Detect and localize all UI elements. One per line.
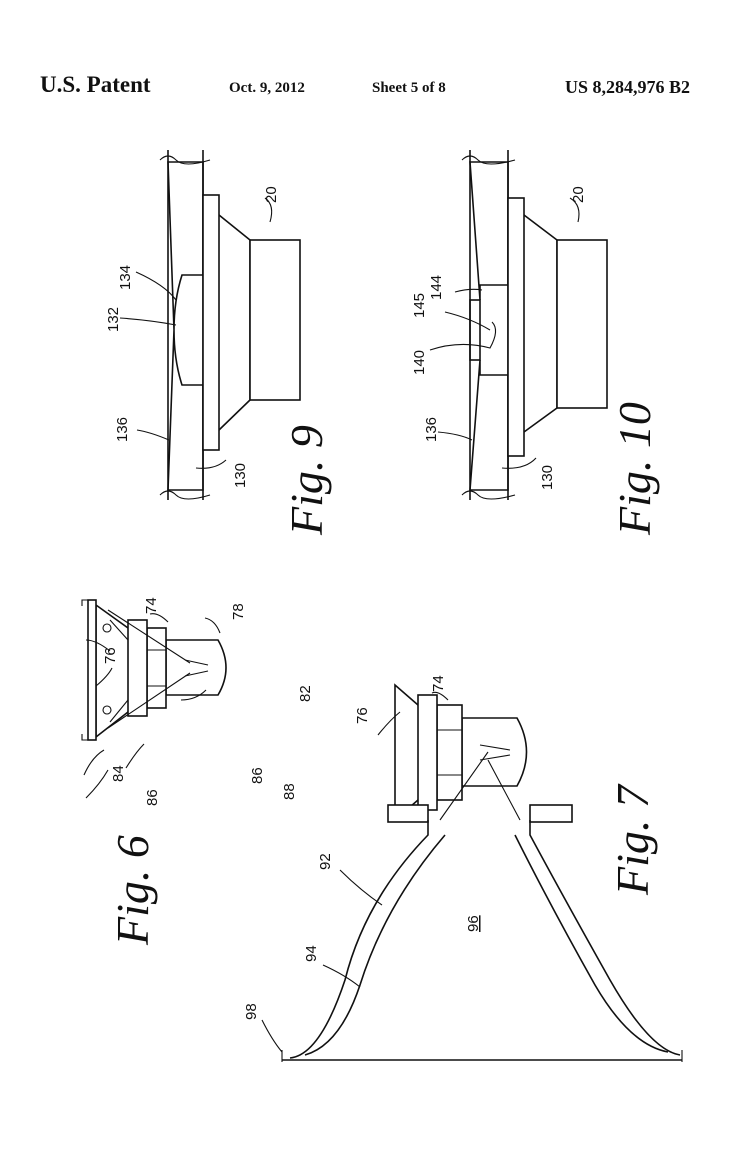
fig9-speaker-magnet	[249, 239, 301, 401]
fig10-speaker-basket	[523, 214, 558, 433]
fig7-dome	[461, 717, 528, 787]
fig7-magnet-stack	[436, 704, 463, 801]
fig6-frame	[127, 619, 148, 717]
fig6-ref-84: 84	[110, 765, 127, 782]
fig6-ref-88: 88	[281, 783, 298, 800]
fig10-speaker-flange	[507, 197, 525, 457]
fig7-flange-upper	[387, 804, 429, 823]
fig7-ref-96: 96	[465, 915, 482, 932]
fig7-horn-inner-1	[304, 834, 446, 1056]
fig6-ref-76: 76	[102, 647, 119, 664]
fig9-speaker-flange	[202, 194, 220, 451]
fig9-wall-lower	[167, 329, 204, 491]
fig9-speaker-basket	[218, 214, 251, 431]
fig7-horn-inner-2	[514, 834, 669, 1053]
fig10-wall-upper	[469, 161, 509, 301]
fig9-ref-134: 134	[117, 265, 134, 290]
fig6-flange	[87, 599, 97, 741]
fig9-ref-136: 136	[114, 417, 131, 442]
fig10-ref-145: 145	[411, 293, 428, 318]
fig7-horn-outer	[289, 820, 429, 1059]
fig10-speaker-magnet	[556, 239, 608, 409]
fig6-ref-74: 74	[143, 597, 160, 614]
sheet-number: Sheet 5 of 8	[372, 80, 446, 96]
fig10-caption: Fig. 10	[609, 402, 660, 536]
fig7-ref-98: 98	[243, 1003, 260, 1020]
fig10-ref-130: 130	[539, 465, 556, 490]
fig7-ref-76: 76	[354, 707, 371, 724]
fig10-drawing	[429, 150, 608, 500]
fig10-ref-144: 144	[428, 275, 445, 300]
fig6-dome	[165, 639, 227, 696]
fig7-basket	[394, 683, 419, 822]
fig9-caption: Fig. 9	[281, 425, 332, 536]
fig10-wall-lower	[469, 359, 509, 491]
fig7-ref-74: 74	[430, 675, 447, 692]
fig7-flange-lower	[529, 804, 573, 823]
fig6-ref-82: 82	[297, 685, 314, 702]
fig9-ref-20: 20	[263, 186, 280, 203]
patent-number: US 8,284,976 B2	[565, 77, 691, 97]
fig7-horn-outer-2	[529, 820, 681, 1056]
fig10-ref-136: 136	[423, 417, 440, 442]
fig10-ref-140: 140	[411, 350, 428, 375]
fig9-drawing	[119, 150, 301, 500]
fig9-wall-upper	[167, 161, 204, 331]
fig7-ref-94: 94	[303, 945, 320, 962]
fig6-caption: Fig. 6	[107, 835, 158, 946]
fig6-drawing	[81, 599, 227, 799]
fig9-ref-132: 132	[105, 307, 122, 332]
patent-date: Oct. 9, 2012	[229, 80, 305, 96]
fig6-ref-78: 78	[230, 603, 247, 620]
fig6-ref-86b: 86	[249, 767, 266, 784]
fig9-ref-130: 130	[232, 463, 249, 488]
patent-label: U.S. Patent	[40, 72, 151, 97]
fig7-frame	[417, 694, 438, 811]
fig10-ref-20: 20	[570, 186, 587, 203]
fig6-ref-86a: 86	[144, 789, 161, 806]
fig7-caption: Fig. 7	[607, 783, 658, 896]
fig7-ref-92: 92	[317, 853, 334, 870]
fig7-drawing	[261, 683, 683, 1062]
